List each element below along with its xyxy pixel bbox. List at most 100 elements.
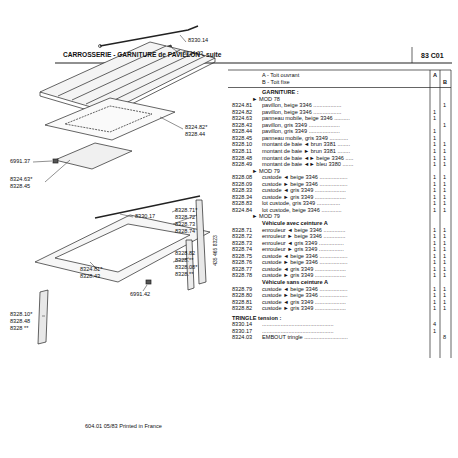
part-description: enrouleur ► beige 3346 .............. [262, 234, 345, 240]
part-number: 8328.33 [232, 188, 252, 194]
quantity: 1 [443, 306, 446, 312]
quantity: 1 [443, 182, 446, 188]
quantity: 1 [433, 188, 436, 194]
part-description: montant de baie ◄► beige 3346 ..... [262, 156, 353, 162]
quantity: 1 [443, 156, 446, 162]
callout-number: 6991.42 [130, 292, 150, 298]
part-description: ........................................… [262, 322, 334, 328]
part-number: 8324.81 [232, 103, 252, 109]
section-head: GARNITURE : [262, 90, 299, 96]
part-number: 8328.82 [232, 306, 252, 312]
part-number: 8328.44 [232, 129, 252, 135]
part-description: enrouleur ◄ beige 3346 .............. [262, 228, 345, 234]
quantity: 1 [433, 136, 436, 142]
quantity: 1 [433, 162, 436, 168]
part-number: 8328.83 [232, 201, 252, 207]
quantity: 1 [443, 162, 446, 168]
quantity: 1 [433, 156, 436, 162]
quantity: 1 [433, 241, 436, 247]
quantity: 1 [433, 287, 436, 293]
quantity: 1 [433, 234, 436, 240]
quantity: 1 [433, 129, 436, 135]
callout-number: 8330.17 [135, 214, 155, 220]
part-number: 8328.10 [232, 142, 252, 148]
part-number: 8328.79 [232, 287, 252, 293]
quantity: 4 [433, 322, 436, 328]
part-number: 8324.63 [232, 116, 252, 122]
part-number: 8324.03 [232, 335, 252, 341]
quantity: 1 [443, 300, 446, 306]
part-description: pavillon, gris 3349 .................... [262, 123, 340, 129]
callout-number: 8328.43 [80, 274, 100, 280]
quantity: 1 [433, 110, 436, 116]
column-head: A [433, 73, 437, 79]
quantity: 1 [443, 103, 446, 109]
callout-number: 8324.82* [185, 125, 207, 131]
callout-number: 8330.14 [188, 38, 208, 44]
part-number: 8328.78 [232, 273, 252, 279]
part-number: 8328.81 [232, 300, 252, 306]
section-head: Véhicule sans ceinture A [262, 280, 328, 286]
callout-number: 8328.08* [175, 265, 197, 271]
quantity: 8 [443, 335, 446, 341]
column-head: B [443, 80, 447, 86]
column-note: A - Toit ouvrant [262, 73, 299, 79]
part-number: 8328.72 [232, 234, 252, 240]
quantity: 1 [443, 287, 446, 293]
part-description: custode ◄ beige 3346 .................. [262, 175, 347, 181]
callout-number: 8328.45 [10, 184, 30, 190]
part-number: 8328.48 [232, 156, 252, 162]
quantity: 1 [443, 149, 446, 155]
quantity: 1 [443, 188, 446, 194]
callout-number: 8324.03 [183, 51, 203, 57]
quantity: 1 [443, 273, 446, 279]
quantity: 1 [433, 267, 436, 273]
quantity: 1 [443, 260, 446, 266]
part-number: 8328.71 [232, 228, 252, 234]
part-number: 8324.82 [232, 110, 252, 116]
part-description: custode ◄ beige 3346 .................. [262, 287, 347, 293]
part-description: custode ► beige 3346 .................. [262, 182, 347, 188]
quantity: 1 [433, 116, 436, 122]
quantity: 1 [433, 300, 436, 306]
part-number: 8328.08 [232, 175, 252, 181]
part-description: montant de baie ◄► bleu 3380 ....... [262, 162, 353, 168]
quantity: 1 [433, 273, 436, 279]
callout-number: 8328.** [175, 258, 193, 264]
callout-number: 8328.72 [175, 215, 195, 221]
part-number: 8328.34 [232, 195, 252, 201]
part-description: custode ► beige 3346 .................. [262, 293, 347, 299]
part-number: 8328.43 [232, 123, 252, 129]
part-description: custode ◄ gris 3349 .................... [262, 188, 346, 194]
part-description: pavillon, gris 3349 .................... [262, 129, 340, 135]
quantity: 1 [443, 208, 446, 214]
quantity: 1 [443, 123, 446, 129]
part-description: panneau mobile, beige 3346 .......... [262, 116, 350, 122]
quantity: 1 [443, 142, 446, 148]
quantity: 1 [433, 247, 436, 253]
quantity: 1 [443, 254, 446, 260]
model-note: ► MOD 79 [252, 169, 280, 175]
callout-number: 8328.10* [10, 312, 32, 318]
callout-number: 8328.73 [175, 222, 195, 228]
part-description: enrouleur ► gris 3349 ................ [262, 247, 344, 253]
quantity: 1 [433, 175, 436, 181]
callout-number: 8328.44 [185, 132, 205, 138]
quantity: 1 [433, 149, 436, 155]
part-description: pavillon, beige 3346 .................. [262, 110, 341, 116]
quantity: 1 [443, 267, 446, 273]
part-description: custode ► gris 3349 .................... [262, 273, 346, 279]
quantity: 1 [433, 260, 436, 266]
model-note: ► MOD 78 [252, 97, 280, 103]
part-number: 8328.76 [232, 260, 252, 266]
callout-number: 8328.** [175, 272, 193, 278]
part-number: 8330.17 [232, 329, 252, 335]
quantity: 1 [443, 293, 446, 299]
part-description: custode ► gris 3349 .................... [262, 306, 346, 312]
column-note: B - Toit fixe [262, 80, 290, 86]
callout-number: 6991.37 [10, 159, 30, 165]
callout-number: 8328.82 [175, 251, 195, 257]
part-number: 8328.80 [232, 293, 252, 299]
part-number: 8328.75 [232, 254, 252, 260]
